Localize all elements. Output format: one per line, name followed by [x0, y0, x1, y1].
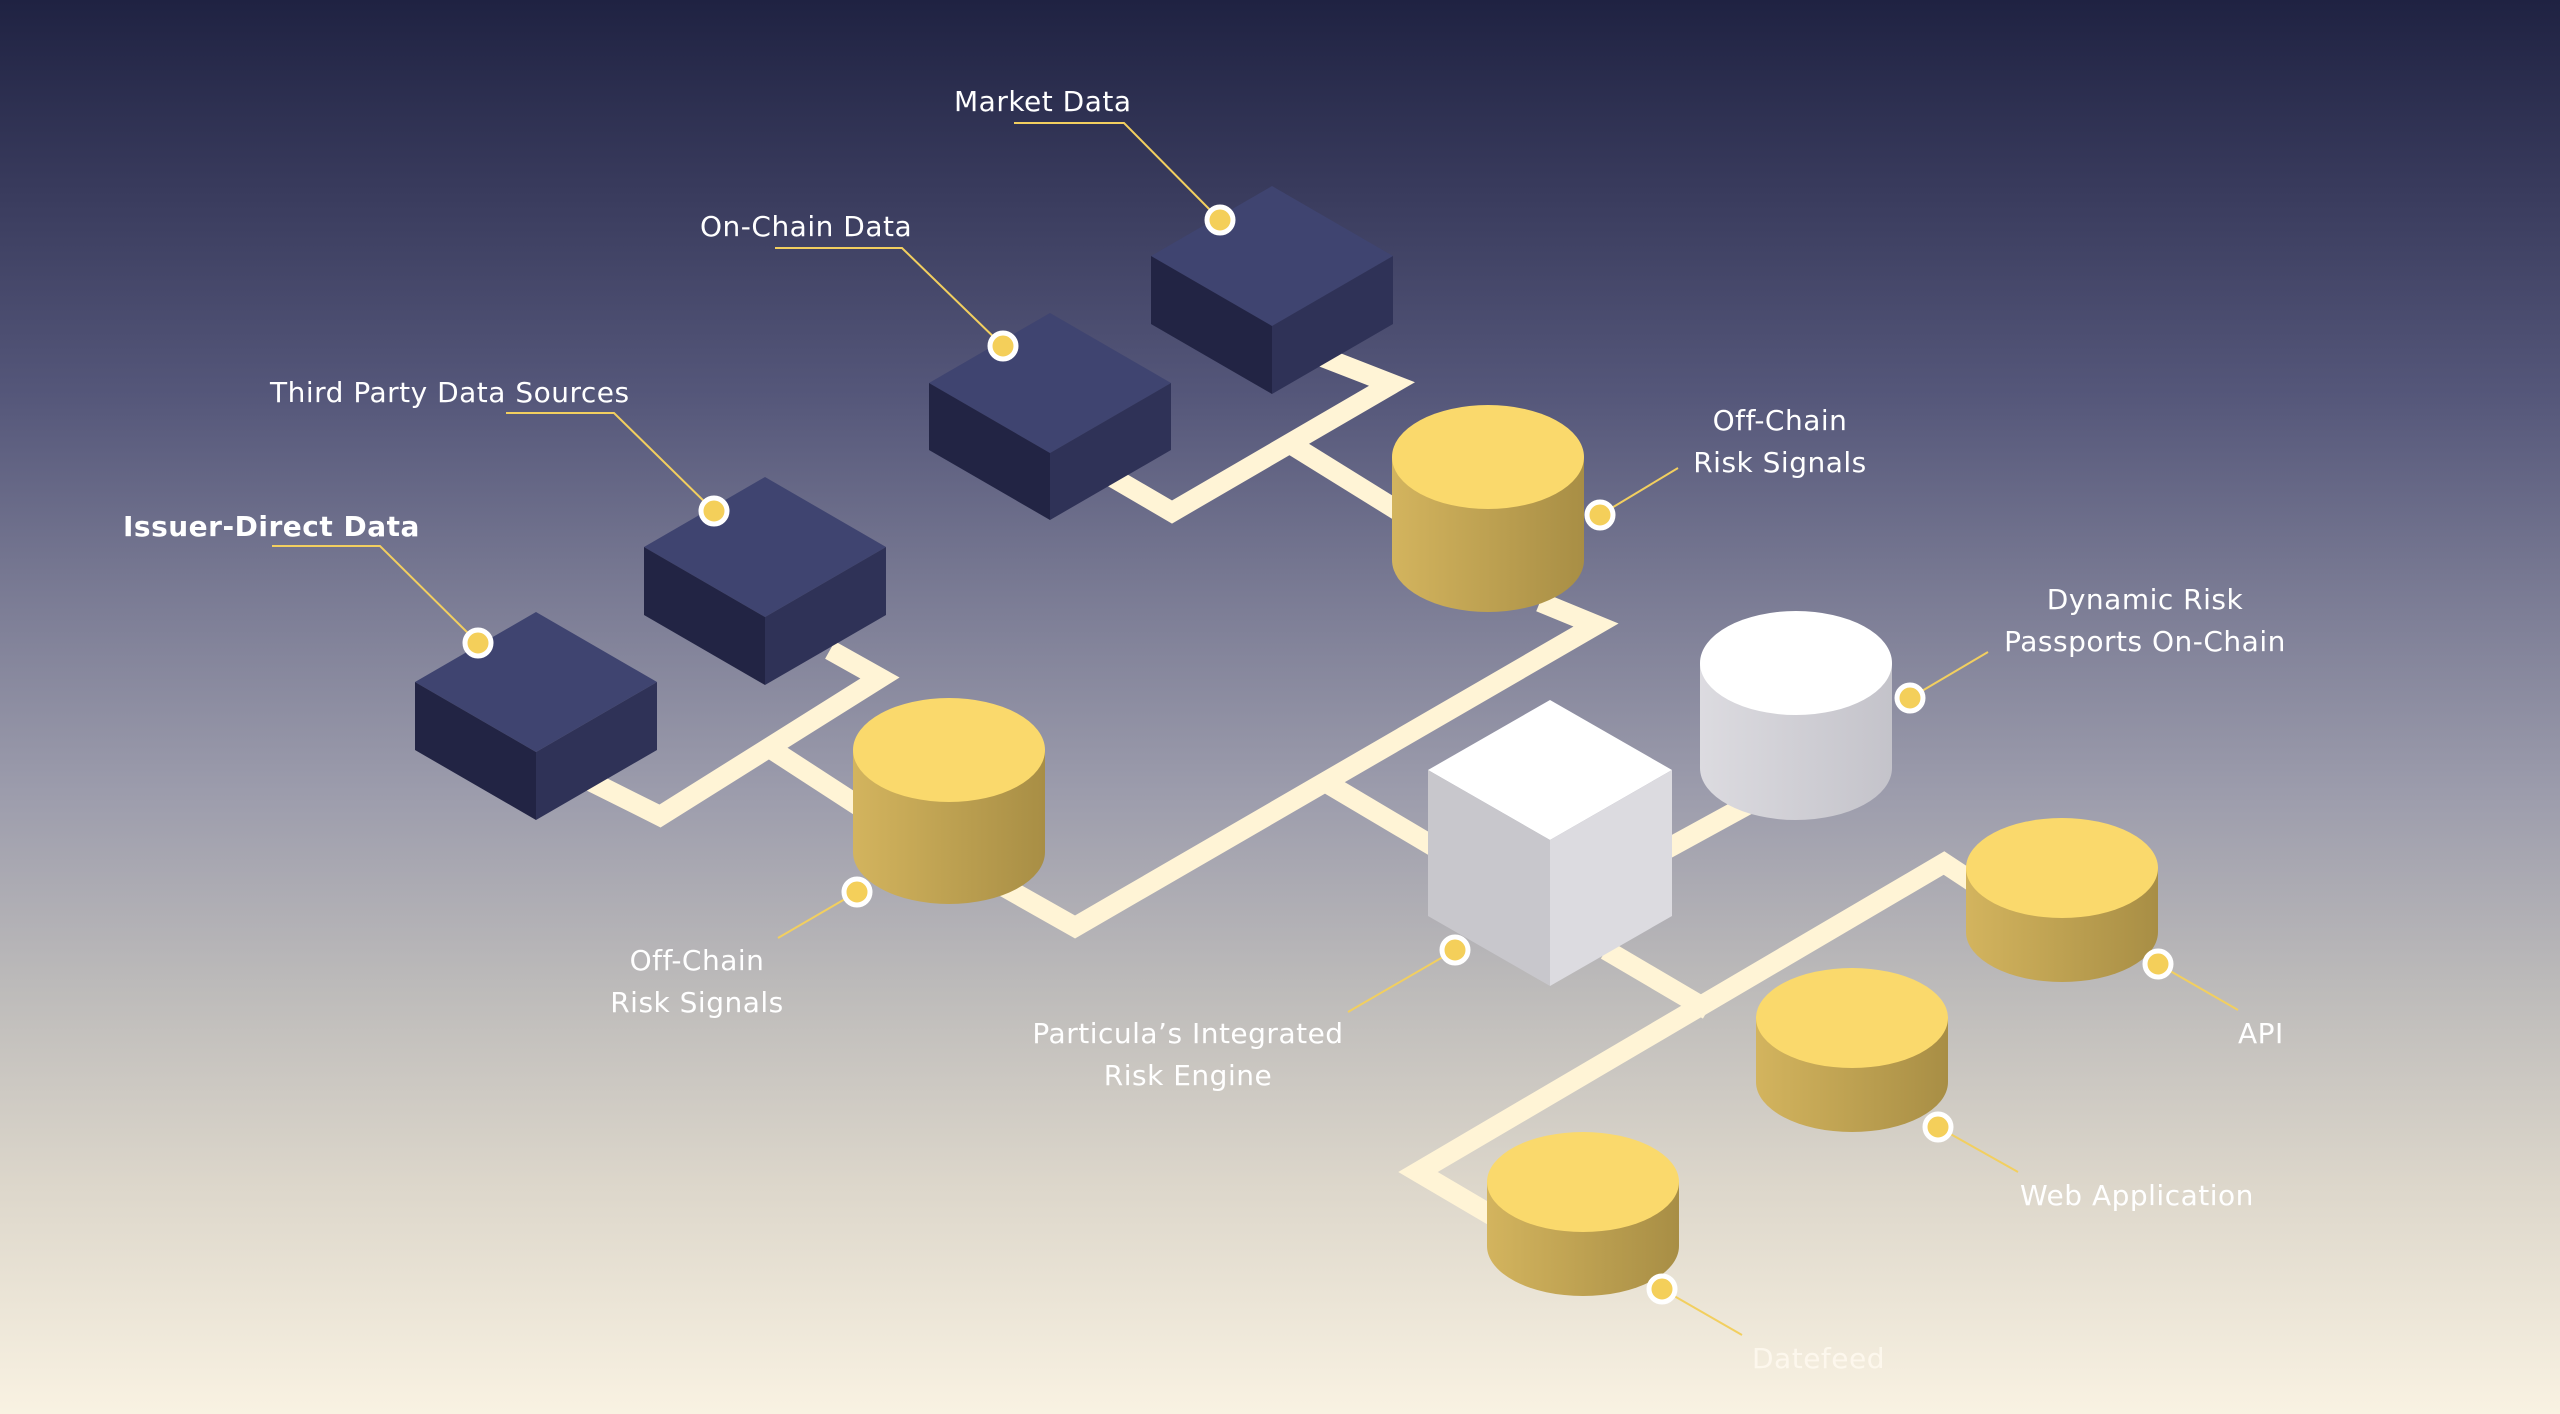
- cube-integrated-risk-engine: [1428, 700, 1672, 986]
- label-line: Dynamic Risk: [2046, 583, 2244, 616]
- dot-issuer-direct: [462, 627, 494, 659]
- cylinder-web-application: [1756, 968, 1948, 1132]
- dot-third-party: [698, 495, 730, 527]
- leader-third-party: [506, 412, 715, 512]
- dot-engine: [1439, 934, 1471, 966]
- label-off-chain-risk-signals-bottom: Off-Chain Risk Signals: [597, 940, 797, 1024]
- label-off-chain-risk-signals-top: Off-Chain Risk Signals: [1680, 400, 1880, 484]
- label-line: Off-Chain: [629, 944, 765, 977]
- label-third-party-data-sources: Third Party Data Sources: [270, 376, 630, 409]
- label-market-data: Market Data: [954, 85, 1132, 118]
- dot-off-chain-bottom: [841, 876, 873, 908]
- path-junction-to-offchain-bottom: [762, 738, 874, 821]
- dot-market-data: [1204, 204, 1236, 236]
- label-line: Off-Chain: [1712, 404, 1848, 437]
- label-dynamic-risk-passports: Dynamic Risk Passports On-Chain: [1990, 579, 2300, 663]
- leader-engine: [1347, 949, 1456, 1013]
- leader-issuer-direct: [272, 545, 479, 644]
- path-engine-to-outputs: [1600, 941, 1714, 1019]
- label-integrated-risk-engine: Particula’s Integrated Risk Engine: [1020, 1013, 1356, 1097]
- leader-market-data: [1014, 122, 1221, 221]
- cylinder-dynamic-risk-passport: [1700, 611, 1892, 820]
- cylinder-off-chain-top: [1392, 405, 1584, 612]
- label-line: Passports On-Chain: [2004, 625, 2286, 658]
- label-issuer-direct-data: Issuer-Direct Data: [123, 510, 420, 543]
- label-line: Risk Signals: [610, 986, 784, 1019]
- label-line: Risk Signals: [1693, 446, 1867, 479]
- connector-dots: [462, 204, 2174, 1305]
- label-datefeed: Datefeed: [1752, 1342, 1886, 1375]
- label-on-chain-data: On-Chain Data: [700, 210, 913, 243]
- label-web-application: Web Application: [2020, 1179, 2254, 1212]
- cylinder-api: [1966, 818, 2158, 982]
- connector-paths: [583, 346, 2006, 1241]
- leader-on-chain-data: [775, 247, 1004, 347]
- dot-off-chain-top: [1584, 499, 1616, 531]
- dot-passport: [1894, 682, 1926, 714]
- path-offchain-top-to-engine: [987, 592, 1619, 939]
- dot-datefeed: [1646, 1273, 1678, 1305]
- dot-api: [2142, 948, 2174, 980]
- path-junction-to-offchain-top: [1286, 436, 1406, 521]
- dot-web-app: [1922, 1111, 1954, 1143]
- leader-lines: [272, 122, 2239, 1336]
- cylinder-off-chain-bottom: [853, 698, 1045, 904]
- dot-on-chain-data: [987, 330, 1019, 362]
- label-line: Particula’s Integrated: [1032, 1017, 1344, 1050]
- path-market-to-junction: [1094, 346, 1415, 524]
- label-line: Risk Engine: [1103, 1059, 1273, 1092]
- label-api: API: [2238, 1017, 2284, 1050]
- cylinder-datefeed: [1487, 1132, 1679, 1296]
